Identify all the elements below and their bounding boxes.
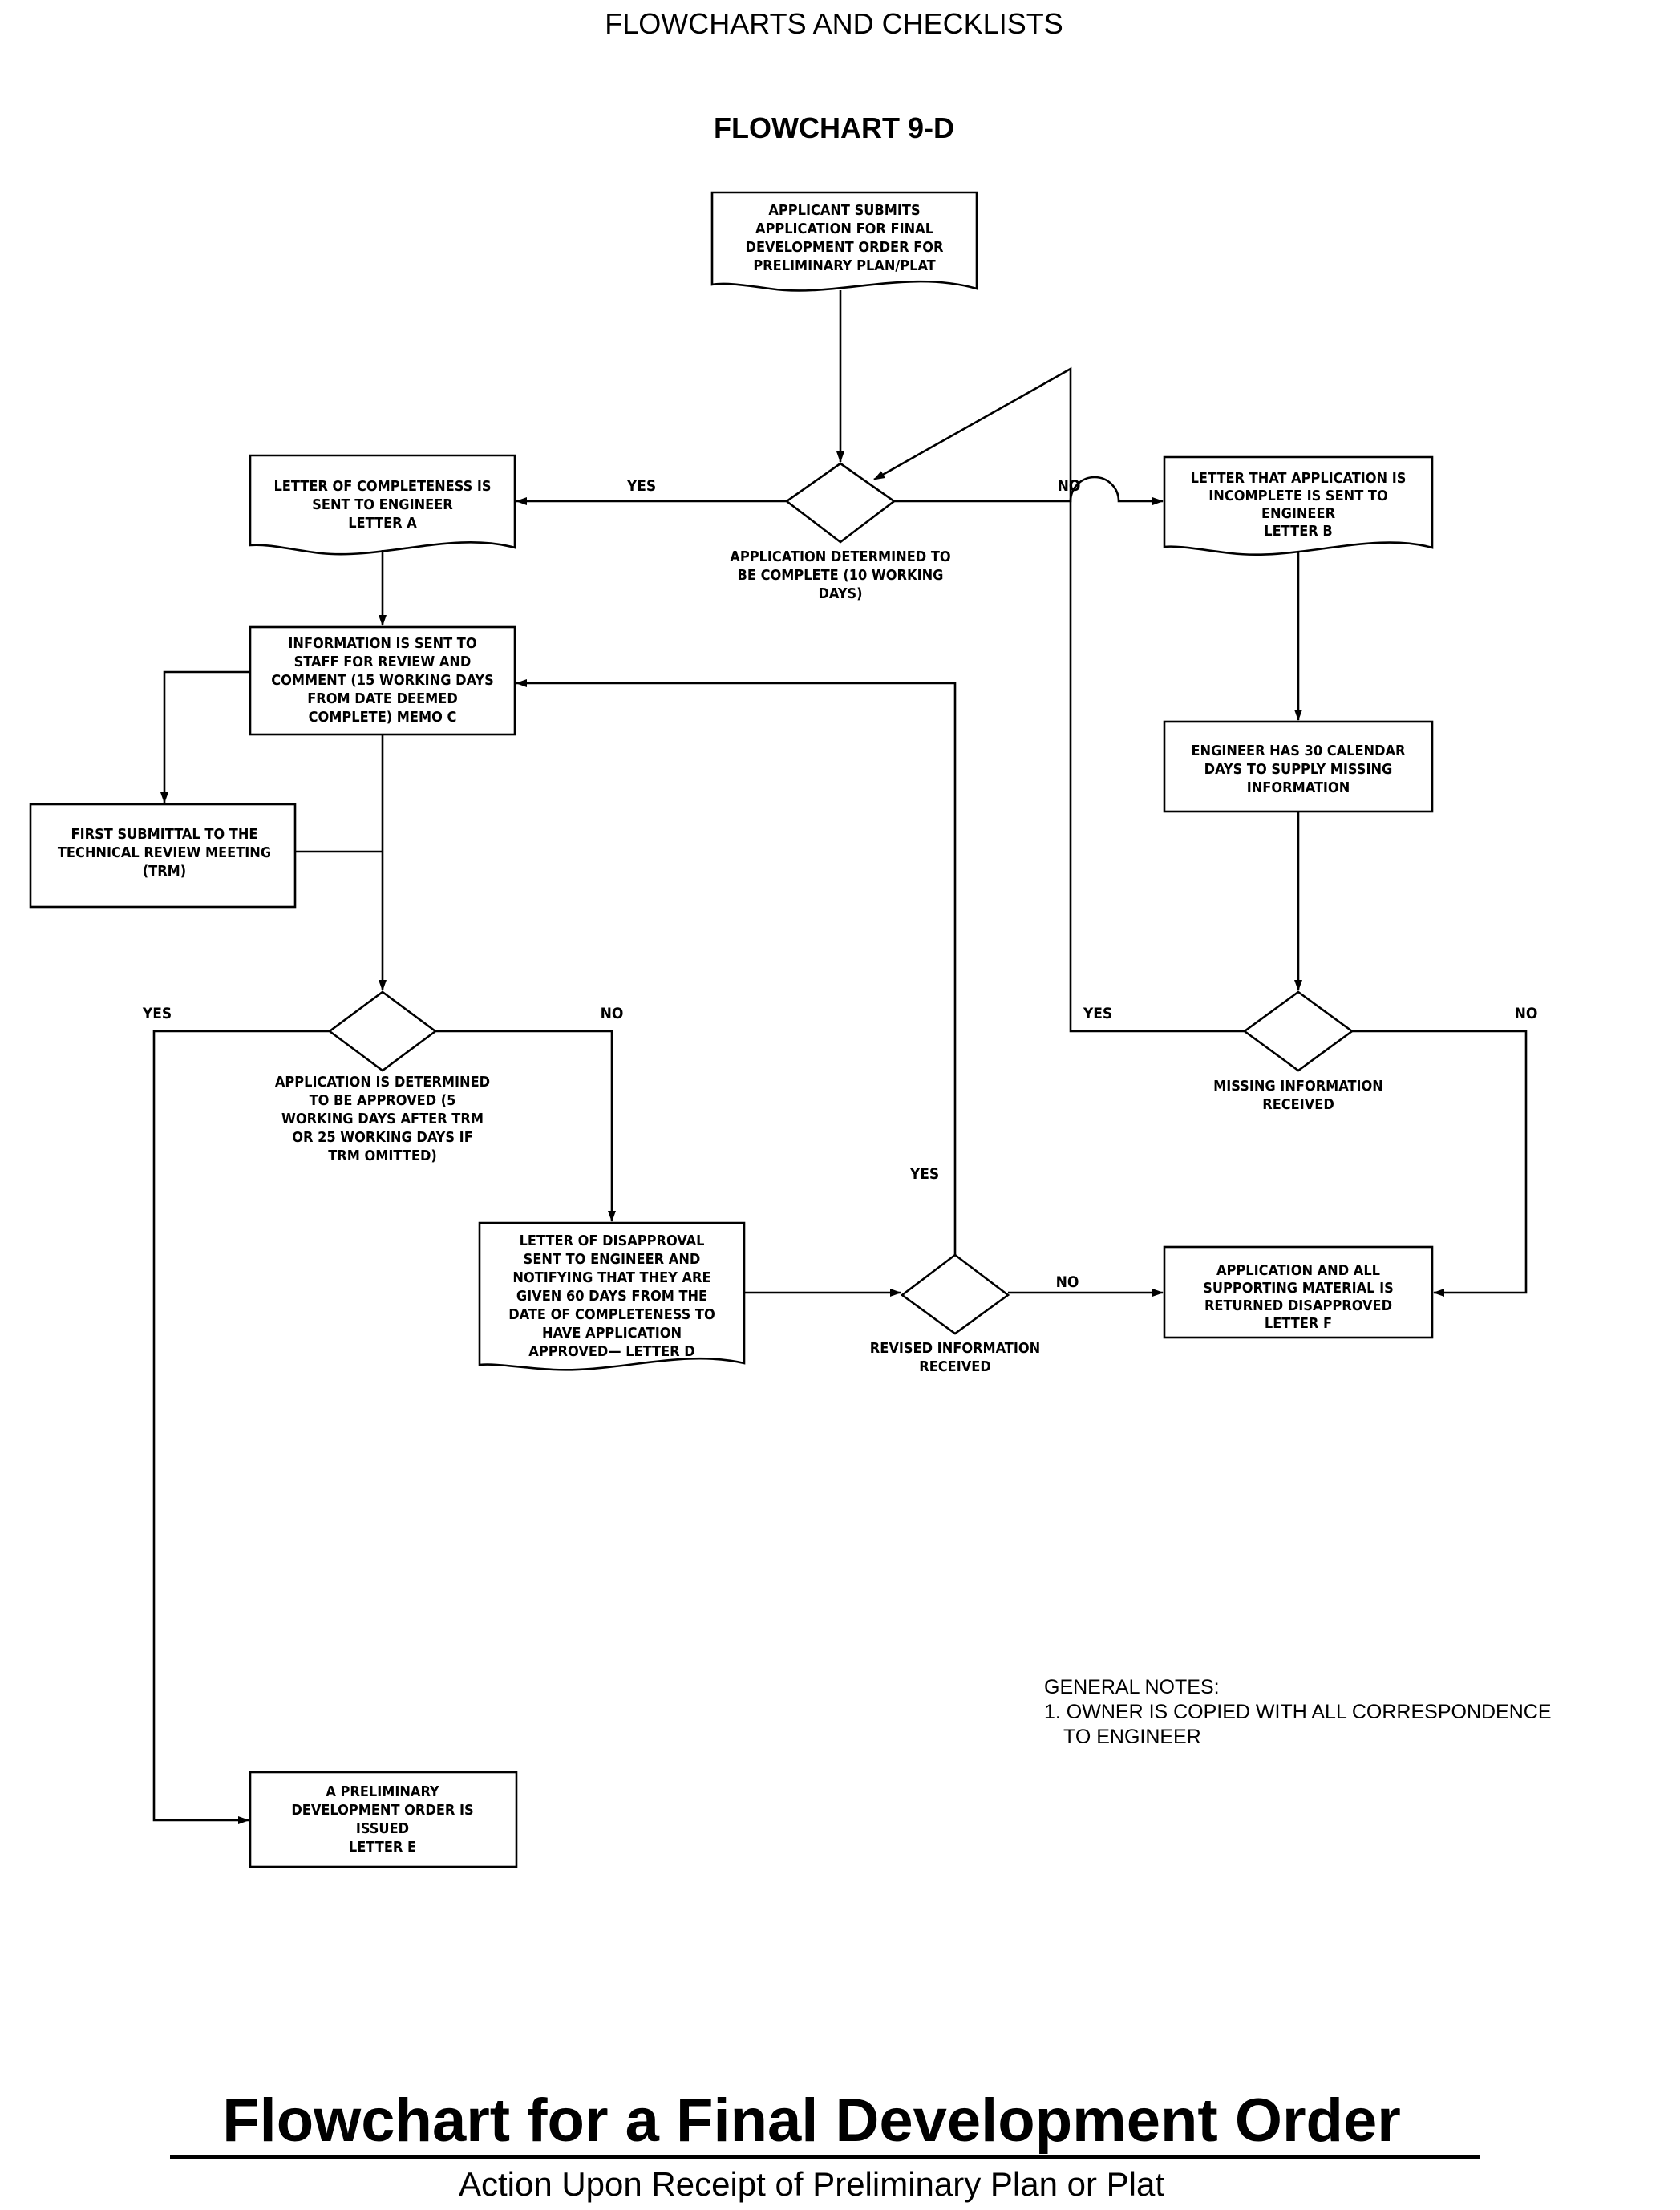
decision-approved — [327, 990, 438, 1072]
text-line: FIRST SUBMITTAL TO THE — [71, 826, 258, 843]
text-line: RECEIVED — [919, 1358, 991, 1375]
flowchart-number: FLOWCHART 9-D — [714, 111, 954, 144]
label-revised-no: NO — [1056, 1273, 1079, 1291]
node-letter-incomplete — [1163, 455, 1434, 557]
node-order-issued — [249, 1771, 518, 1868]
text-line: INCOMPLETE IS SENT TO — [1208, 488, 1387, 504]
text-engineer-30-days: ENGINEER HAS 30 CALENDAR DAYS TO SUPPLY M… — [1191, 743, 1406, 796]
label-revised-yes: YES — [909, 1165, 939, 1183]
text-line: TRM OMITTED) — [328, 1148, 437, 1164]
text-line: INFORMATION — [1247, 779, 1350, 796]
text-line: LETTER E — [349, 1839, 416, 1856]
footer-caption: Action Upon Receipt of Preliminary Plan … — [459, 2165, 1164, 2203]
notes-title: GENERAL NOTES: — [1044, 1676, 1220, 1698]
arrow-approved-yes — [152, 1030, 330, 1824]
text-line: TECHNICAL REVIEW MEETING — [58, 844, 271, 861]
text-line: NOTIFYING THAT THEY ARE — [512, 1269, 710, 1286]
text-line: COMMENT (15 WORKING DAYS — [271, 672, 494, 689]
text-line: APPLICATION IS DETERMINED — [275, 1074, 490, 1091]
text-line: APPLICANT SUBMITS — [768, 202, 920, 219]
text-line: APPLICATION FOR FINAL — [755, 221, 933, 237]
text-line: WORKING DAYS AFTER TRM — [281, 1111, 484, 1127]
notes-item-1: 1. OWNER IS COPIED WITH ALL CORRESPONDEN… — [1044, 1701, 1552, 1723]
text-line: APPROVED— LETTER D — [528, 1343, 694, 1360]
label-missing-yes: YES — [1083, 1005, 1112, 1022]
label-approved-no: NO — [601, 1005, 624, 1022]
arrow-missing-yes-loop — [873, 366, 1245, 1033]
decision-missing-info — [1242, 990, 1354, 1072]
text-line: A PRELIMINARY — [326, 1783, 439, 1800]
decision-revised-info — [900, 1253, 1010, 1335]
page-header: FLOWCHARTS AND CHECKLISTS — [605, 7, 1063, 40]
node-engineer-30-days — [1163, 720, 1434, 813]
text-line: DEVELOPMENT ORDER FOR — [746, 239, 945, 256]
decision-complete — [784, 462, 897, 544]
text-line: REVISED INFORMATION — [870, 1340, 1040, 1357]
arrow-approved-no — [435, 1030, 616, 1222]
footer-title: Flowchart for a Final Development Order — [222, 2087, 1401, 2155]
text-line: DAYS TO SUPPLY MISSING — [1204, 761, 1393, 778]
label-complete-no: NO — [1058, 477, 1081, 495]
text-line: ISSUED — [356, 1820, 409, 1837]
text-line: BE COMPLETE (10 WORKING — [738, 567, 944, 584]
label-missing-no: NO — [1515, 1005, 1538, 1022]
text-line: TO BE APPROVED (5 — [310, 1092, 456, 1109]
text-line: MISSING INFORMATION — [1213, 1078, 1383, 1095]
arrow-missing-no — [1352, 1030, 1528, 1297]
text-line: DEVELOPMENT ORDER IS — [291, 1802, 473, 1819]
text-line: DATE OF COMPLETENESS TO — [508, 1306, 715, 1323]
text-line: SENT TO ENGINEER — [312, 496, 453, 513]
text-line: LETTER B — [1264, 523, 1332, 540]
label-approved-yes: YES — [142, 1005, 172, 1022]
arrow-staff-to-trm — [160, 670, 250, 803]
text-decision-complete: APPLICATION DETERMINED TO BE COMPLETE (10… — [730, 548, 950, 602]
node-applicant-submits — [710, 191, 978, 292]
text-line: RETURNED DISAPPROVED — [1204, 1297, 1392, 1314]
label-complete-yes: YES — [626, 477, 656, 495]
text-line: LETTER A — [348, 515, 417, 532]
notes-item-1-cont: TO ENGINEER — [1063, 1726, 1201, 1748]
text-line: FROM DATE DEEMED — [307, 690, 458, 707]
text-letter-disapproval: LETTER OF DISAPPROVAL SENT TO ENGINEER AN… — [508, 1232, 715, 1360]
node-staff-review — [249, 625, 516, 736]
node-letter-disapproval — [478, 1221, 746, 1371]
text-line: DAYS) — [818, 585, 862, 602]
text-line: SENT TO ENGINEER AND — [524, 1251, 701, 1268]
text-line: INFORMATION IS SENT TO — [288, 635, 476, 652]
text-line: COMPLETE) MEMO C — [309, 709, 457, 726]
text-line: APPLICATION AND ALL — [1216, 1262, 1380, 1279]
text-line: LETTER OF COMPLETENESS IS — [273, 478, 491, 495]
text-line: RECEIVED — [1262, 1096, 1334, 1113]
text-staff-review: INFORMATION IS SENT TO STAFF FOR REVIEW A… — [271, 635, 494, 726]
text-line: PRELIMINARY PLAN/PLAT — [753, 257, 935, 274]
arrow-complete-no — [894, 476, 1164, 505]
arrow-revised-yes-loop — [516, 679, 957, 1255]
node-trm — [29, 803, 297, 909]
text-line: APPLICATION DETERMINED TO — [730, 548, 950, 565]
text-line: HAVE APPLICATION — [542, 1325, 682, 1342]
text-line: ENGINEER HAS 30 CALENDAR — [1191, 743, 1406, 759]
text-line: STAFF FOR REVIEW AND — [294, 654, 472, 670]
text-line: SUPPORTING MATERIAL IS — [1203, 1280, 1394, 1297]
text-line: LETTER THAT APPLICATION IS — [1191, 470, 1407, 487]
text-line: ENGINEER — [1261, 505, 1336, 522]
text-line: LETTER OF DISAPPROVAL — [520, 1232, 705, 1249]
node-application-returned — [1163, 1245, 1434, 1339]
text-line: GIVEN 60 DAYS FROM THE — [516, 1288, 707, 1305]
text-applicant-submits: APPLICANT SUBMITS APPLICATION FOR FINAL DE… — [746, 202, 945, 274]
node-letter-completeness — [249, 454, 516, 556]
text-line: (TRM) — [143, 863, 186, 880]
text-line: LETTER F — [1265, 1315, 1332, 1332]
text-line: OR 25 WORKING DAYS IF — [292, 1129, 473, 1146]
